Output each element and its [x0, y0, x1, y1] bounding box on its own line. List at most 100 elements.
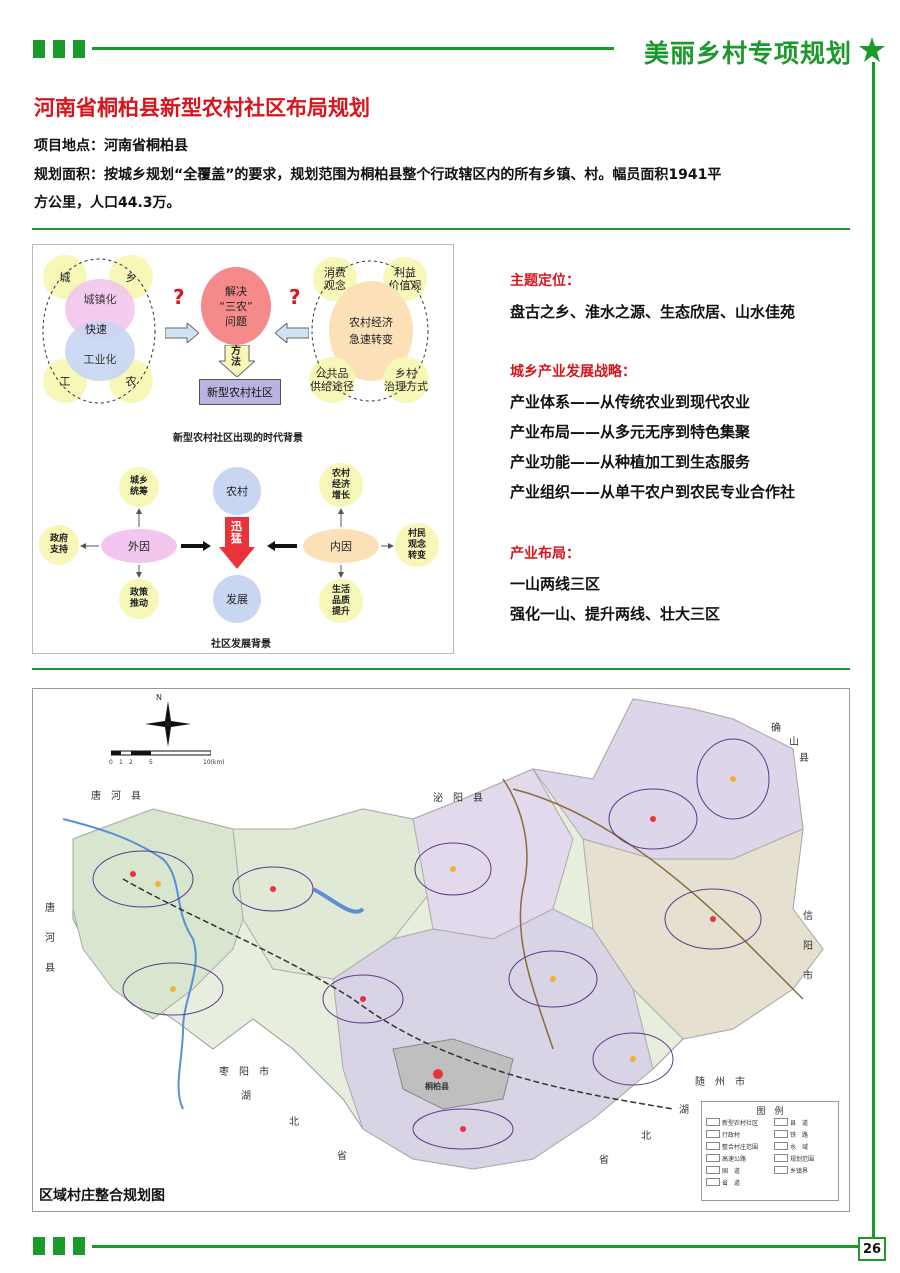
legend-item: 省 道 — [722, 1180, 741, 1187]
circle-village: 农村 — [213, 467, 261, 515]
label-fast: 快速 — [85, 323, 107, 336]
scale-tick: 2 — [129, 759, 133, 766]
legend-item: 国 道 — [722, 1168, 741, 1175]
region-label: 信 — [803, 911, 813, 922]
region-label: 唐 河 县 — [91, 791, 141, 802]
strategy-item: 产业布局——从多元无序到特色集聚 — [510, 423, 751, 441]
village-integration-map: N 0 1 2 5 10(km) 唐 河 县 唐 河 县 泌 阳 县 确 山 县… — [32, 688, 850, 1212]
circle-village-gov: 乡村治理方式 — [383, 357, 429, 403]
scale-tick: 5 — [149, 759, 153, 766]
arrow-internal-to-center — [267, 541, 297, 551]
map-graphic — [62, 698, 824, 1170]
arrow-rapid — [219, 517, 255, 569]
region-label: 唐 — [45, 903, 55, 914]
region-label: 北 — [289, 1117, 299, 1128]
layout-text-2: 强化一山、提升两线、壮大三区 — [510, 605, 721, 623]
region-label: 县 — [799, 753, 809, 764]
map-legend: 图 例 新型农村社区 行政村 整合村庄范围 高速公路 国 道 省 道 县 道 铁… — [701, 1101, 839, 1201]
map-title: 区域村庄整合规划图 — [39, 1188, 165, 1204]
legend-title: 图 例 — [756, 1107, 784, 1117]
legend-swatch — [774, 1118, 788, 1126]
circle-city: 城 — [43, 255, 87, 299]
legend-swatch — [774, 1166, 788, 1174]
region-label: 湖 — [679, 1105, 689, 1116]
theme-text: 盘古之乡、淮水之源、生态欣居、山水佳苑 — [510, 303, 796, 321]
diagram1-caption: 新型农村社区出现的时代背景 — [173, 433, 303, 444]
compass-icon — [145, 701, 191, 747]
background-diagram: 城 乡 工 农 城镇化 工业化 快速 ? 解决“三农”问题 ? 方法 新型农村社… — [32, 244, 454, 654]
arrow-down-method — [219, 345, 255, 377]
region-label: 湖 — [241, 1091, 251, 1102]
legend-item: 整合村庄范围 — [722, 1144, 759, 1151]
footer-bar-2 — [53, 1237, 65, 1255]
scale-tick: 0 — [109, 759, 113, 766]
circle-urban-rural: 城乡统筹 — [119, 467, 159, 507]
page-title: 河南省桐柏县新型农村社区布局规划 — [34, 96, 370, 120]
circle-develop: 发展 — [213, 575, 261, 623]
separator-top — [32, 228, 850, 230]
circle-life: 生活品质提升 — [319, 579, 363, 623]
circle-industrialization: 工业化 — [65, 321, 135, 381]
legend-item: 新型农村社区 — [722, 1120, 759, 1127]
right-border-line — [872, 62, 875, 1242]
label-method: 方法 — [231, 346, 241, 368]
legend-item: 铁 路 — [790, 1132, 809, 1139]
layout-text-1: 一山两线三区 — [510, 575, 601, 593]
region-label: 随 州 市 — [695, 1077, 745, 1088]
region-label: 山 — [789, 737, 799, 748]
project-location: 项目地点：河南省桐柏县 — [34, 138, 188, 154]
legend-item: 规划范围 — [790, 1156, 815, 1163]
new-community-box: 新型农村社区 — [199, 379, 281, 405]
header-bar-2 — [53, 40, 65, 58]
region-label: 河 — [45, 933, 55, 944]
page-number: 26 — [858, 1237, 886, 1261]
footer-bar-1 — [33, 1237, 45, 1255]
arrow-left-icon — [275, 323, 309, 343]
cycle-arrows-left — [42, 258, 156, 404]
circle-public: 公共品供给途径 — [309, 357, 355, 403]
region-label: 枣 阳 市 — [219, 1067, 269, 1078]
header-bar-3 — [73, 40, 85, 58]
north-label: N — [156, 693, 162, 702]
legend-swatch — [706, 1166, 720, 1174]
planning-area-line2: 方公里，人口44.3万。 — [34, 195, 181, 211]
legend-item: 高速公路 — [722, 1156, 747, 1163]
region-label: 省 — [599, 1155, 609, 1166]
county-seat-label: 桐柏县 — [425, 1082, 449, 1091]
question-mark-2: ? — [289, 285, 301, 309]
footer-line — [92, 1245, 862, 1248]
legend-swatch — [706, 1154, 720, 1162]
header-line — [92, 47, 614, 50]
question-mark-1: ? — [173, 285, 185, 309]
footer-bar-3 — [73, 1237, 85, 1255]
legend-swatch — [706, 1118, 720, 1126]
diagram2-caption: 社区发展背景 — [211, 639, 271, 650]
circle-policy: 政策推动 — [119, 579, 159, 619]
planning-area-line1: 规划面积：按城乡规划“全覆盖”的要求，规划范围为桐柏县整个行政辖区内的所有乡镇、… — [34, 167, 722, 183]
legend-item: 县 道 — [790, 1120, 809, 1127]
region-label: 泌 阳 县 — [433, 793, 483, 804]
ellipse-external: 外因 — [101, 529, 177, 563]
strategy-item: 产业组织——从单干农户到农民专业合作社 — [510, 483, 796, 501]
region-label: 北 — [641, 1131, 651, 1142]
diagram2-connectors — [80, 508, 394, 578]
header-bar-1 — [33, 40, 45, 58]
strategy-item: 产业功能——从种植加工到生态服务 — [510, 453, 751, 471]
scale-tick: 1 — [119, 759, 123, 766]
legend-swatch — [774, 1154, 788, 1162]
scale-bar — [111, 750, 211, 756]
brand-title: 美丽乡村专项规划 — [643, 39, 852, 68]
legend-swatch — [706, 1178, 720, 1186]
label-rapid: 迅猛 — [231, 520, 242, 545]
legend-item: 水 域 — [790, 1144, 809, 1151]
region-label: 市 — [803, 971, 813, 982]
strategy-item: 产业体系——从传统农业到现代农业 — [510, 393, 751, 411]
legend-swatch — [706, 1142, 720, 1150]
arrow-external-to-center — [181, 541, 211, 551]
strategy-heading: 城乡产业发展战略： — [510, 364, 636, 380]
star-icon — [859, 37, 885, 62]
region-label: 省 — [337, 1151, 347, 1162]
legend-item: 乡镇界 — [790, 1168, 809, 1175]
scale-tick: 10(km) — [203, 759, 225, 766]
legend-swatch — [774, 1130, 788, 1138]
